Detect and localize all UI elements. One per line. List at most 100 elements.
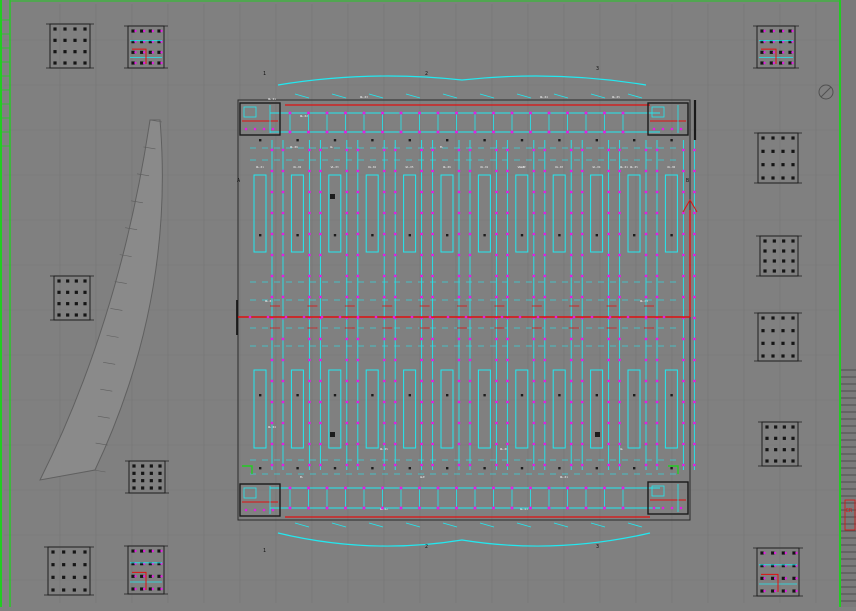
structure-column <box>446 467 449 470</box>
light-fixture <box>134 29 137 33</box>
light-fixture <box>393 400 397 404</box>
structure-column <box>782 436 786 440</box>
structure-column <box>157 40 161 44</box>
light-fixture <box>308 211 311 215</box>
light-fixture <box>284 315 288 319</box>
electrical-room-top-right <box>647 102 689 136</box>
light-fixture <box>655 190 659 194</box>
grid-axis-label: A <box>237 178 240 184</box>
light-fixture <box>652 506 656 510</box>
light-fixture <box>420 463 423 467</box>
ramp-stripe <box>125 227 138 230</box>
structure-column <box>791 459 795 463</box>
structure-column <box>73 50 77 54</box>
structure-column <box>765 436 769 440</box>
branch-dash <box>331 522 347 528</box>
light-fixture <box>543 358 547 362</box>
structure-column <box>83 588 87 592</box>
structure-column <box>371 234 374 237</box>
structure-column <box>633 234 636 237</box>
light-fixture <box>532 274 536 278</box>
light-fixture <box>457 421 461 425</box>
perimeter-arc-bottom <box>277 532 651 547</box>
light-fixture <box>428 315 432 319</box>
light-fixture <box>492 130 495 134</box>
column-grid-border <box>757 132 799 184</box>
light-fixture <box>607 337 610 341</box>
structure-column <box>296 467 299 470</box>
light-fixture <box>495 295 498 299</box>
light-fixture <box>644 190 648 194</box>
light-fixture <box>529 130 532 134</box>
structure-column <box>57 313 61 317</box>
light-fixture <box>473 506 477 510</box>
light-fixture <box>580 274 584 278</box>
ramp-stripe <box>143 146 156 150</box>
light-fixture <box>580 232 584 236</box>
light-fixture <box>382 400 386 404</box>
light-fixture <box>661 127 665 131</box>
structure-column <box>148 549 152 553</box>
light-fixture <box>693 337 696 341</box>
structure-column <box>131 562 135 566</box>
structure-column <box>140 40 144 44</box>
light-fixture <box>590 315 594 319</box>
light-fixture <box>566 111 569 115</box>
light-fixture <box>495 421 498 425</box>
light-fixture <box>420 211 423 215</box>
column-grid-border <box>757 312 799 362</box>
light-fixture <box>618 190 621 194</box>
light-fixture <box>308 253 311 257</box>
title-block-stamp <box>844 499 856 531</box>
light-fixture <box>763 61 766 65</box>
light-fixture <box>492 111 495 115</box>
branch-dash <box>368 93 384 99</box>
circuit-tag: EL <box>300 475 304 479</box>
light-fixture <box>791 29 794 33</box>
light-fixture <box>382 274 386 278</box>
structure-column <box>57 302 61 306</box>
light-fixture <box>393 463 397 467</box>
fixture-column: WL-02 <box>290 140 322 470</box>
structure-column <box>140 587 144 591</box>
light-fixture <box>288 111 292 115</box>
circuit-tag: WL-03 <box>360 95 368 99</box>
light-fixture <box>431 463 434 467</box>
light-fixture <box>393 421 397 425</box>
branch-dash <box>590 93 606 99</box>
light-fixture <box>566 506 569 510</box>
light-fixture <box>495 169 498 173</box>
light-fixture <box>455 486 458 490</box>
structure-column <box>141 479 145 483</box>
light-fixture <box>506 421 509 425</box>
structure-column <box>771 564 775 568</box>
light-fixture <box>325 506 329 510</box>
structure-column <box>83 38 87 42</box>
light-fixture <box>468 295 472 299</box>
light-fixture <box>344 486 347 490</box>
structure-column <box>791 425 795 429</box>
ramp-stripe <box>93 469 106 473</box>
light-fixture <box>270 379 274 383</box>
light-fixture <box>393 211 397 215</box>
light-fixture <box>682 190 685 194</box>
structure-column <box>158 471 162 475</box>
feeder-arrow <box>682 199 698 213</box>
light-fixture <box>344 130 347 134</box>
light-fixture <box>281 190 285 194</box>
branch-dash <box>627 93 643 99</box>
circuit-tag: WL-05 <box>406 165 414 169</box>
light-fixture <box>679 127 683 131</box>
structure-column <box>765 459 769 463</box>
access-ramp <box>39 119 163 481</box>
structure-column <box>408 467 411 470</box>
structure-column <box>558 467 561 470</box>
structure-column <box>520 139 524 142</box>
branch-dash <box>590 522 606 528</box>
lower-loop <box>440 369 454 449</box>
branch-dash <box>553 93 569 99</box>
light-fixture <box>569 148 573 152</box>
structure-column <box>558 139 561 142</box>
light-fixture <box>468 148 472 152</box>
structure-column <box>520 394 524 397</box>
